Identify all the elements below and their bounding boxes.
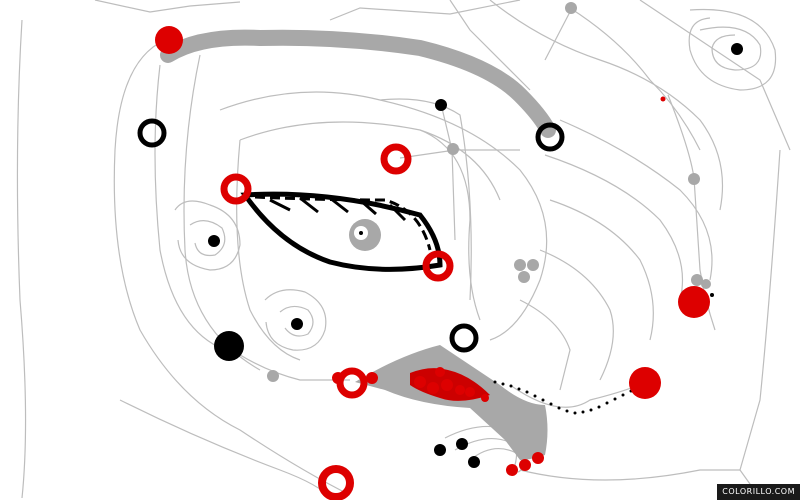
eye bbox=[240, 191, 443, 272]
red-dots bbox=[155, 26, 710, 476]
gray-dots bbox=[267, 2, 711, 385]
black-rings bbox=[137, 118, 565, 353]
lip-red-dots bbox=[414, 367, 489, 402]
lip-shape bbox=[355, 345, 548, 460]
red-rings bbox=[220, 143, 454, 500]
eyebrow-stroke bbox=[160, 29, 556, 138]
black-dots bbox=[208, 43, 743, 468]
eye-pupil bbox=[359, 231, 363, 235]
watermark: COLORILLO.COM bbox=[717, 484, 800, 500]
